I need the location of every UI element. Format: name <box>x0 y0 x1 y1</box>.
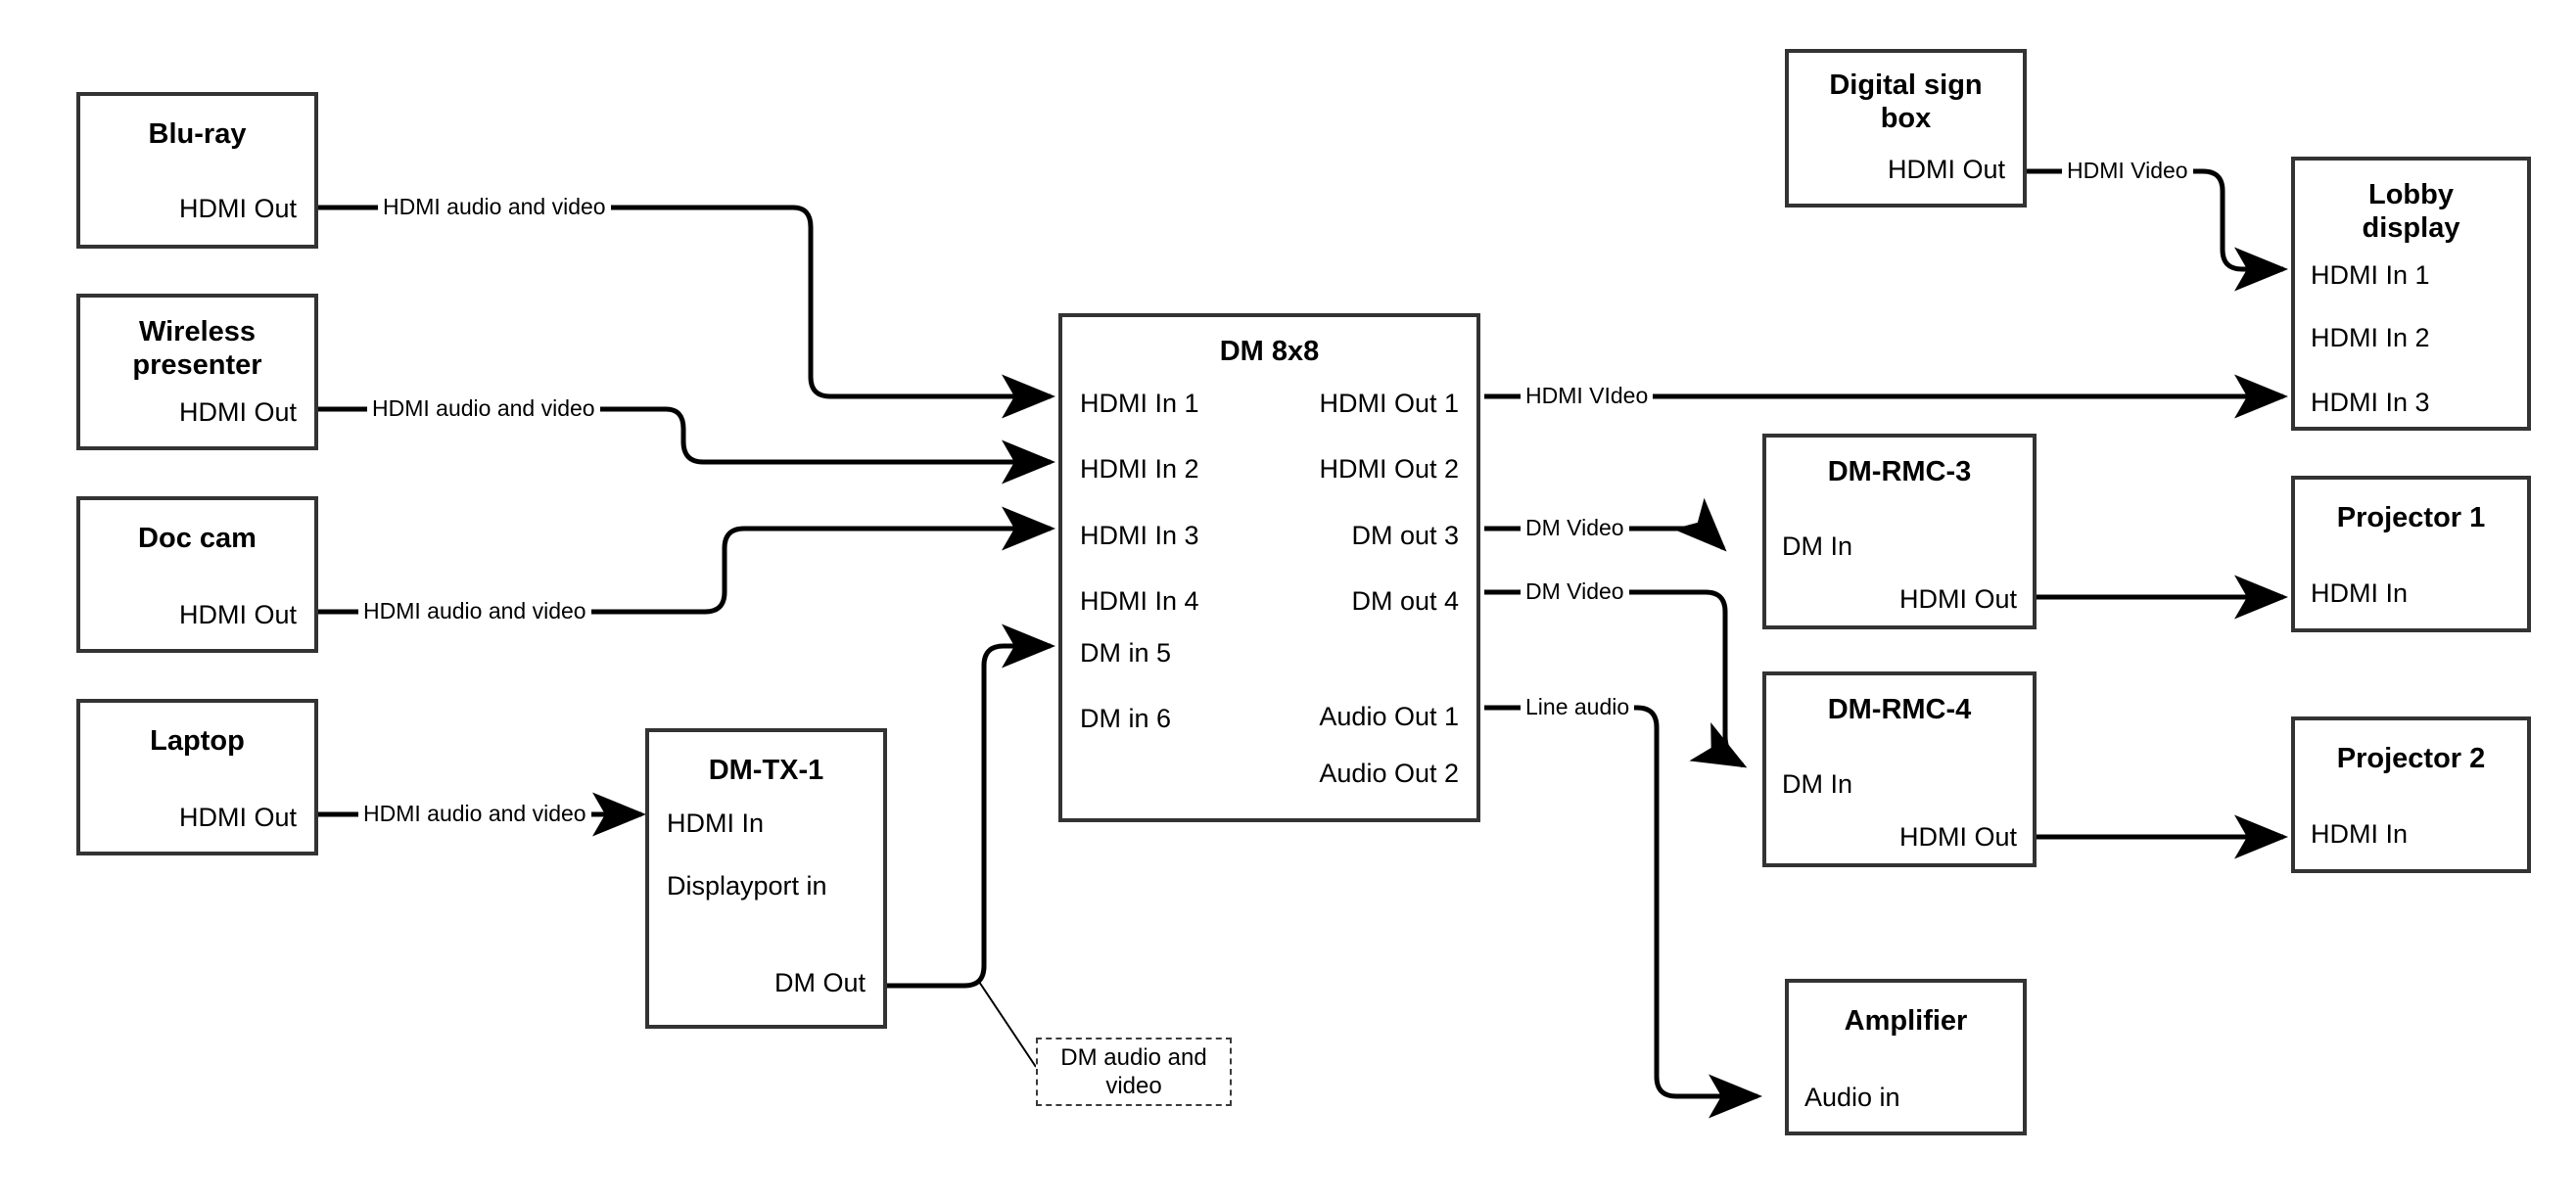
node-dm-rmc-3[interactable]: DM-RMC-3 DM In HDMI Out <box>1762 434 2037 629</box>
port-hdmi-out: HDMI Out <box>1898 584 2017 614</box>
node-title: Doc cam <box>138 523 257 554</box>
wire-label-dmout3-to-rmc3: DM Video <box>1521 517 1629 539</box>
wire-label-sign-to-lobby1: HDMI Video <box>2062 160 2193 182</box>
port-hdmi-in-3: HDMI In 3 <box>1080 521 1199 550</box>
node-title: Projector 2 <box>2336 743 2486 774</box>
port-dm-in-5: DM in 5 <box>1080 638 1172 668</box>
node-lobby-display[interactable]: Lobby display HDMI In 1 HDMI In 2 HDMI I… <box>2291 157 2531 431</box>
port-dm-out-4: DM out 4 <box>1351 586 1459 616</box>
node-title: Amplifier <box>1844 1005 1968 1037</box>
node-digital-sign-box[interactable]: Digital sign box HDMI Out <box>1785 49 2027 208</box>
node-title: Wireless presenter <box>132 316 262 382</box>
node-title: Digital sign box <box>1829 69 1983 135</box>
node-dm-rmc-4[interactable]: DM-RMC-4 DM In HDMI Out <box>1762 671 2037 867</box>
wire-blu-ray-to-in1 <box>318 205 1055 419</box>
port-hdmi-out: HDMI Out <box>178 803 297 832</box>
node-title: Laptop <box>150 725 245 757</box>
port-audio-in: Audio in <box>1804 1083 1900 1112</box>
node-projector-1[interactable]: Projector 1 HDMI In <box>2291 476 2531 632</box>
port-hdmi-in-1: HDMI In 1 <box>1080 389 1199 418</box>
port-hdmi-out: HDMI Out <box>178 194 297 223</box>
node-title: Lobby display <box>2362 179 2460 245</box>
port-hdmi-out-1: HDMI Out 1 <box>1319 389 1459 418</box>
wire-label-blu-ray-to-in1: HDMI audio and video <box>378 196 611 218</box>
node-title: DM-TX-1 <box>708 755 824 786</box>
node-laptop[interactable]: Laptop HDMI Out <box>76 699 318 855</box>
port-dm-out: DM Out <box>773 968 866 997</box>
port-hdmi-in: HDMI In <box>667 808 765 838</box>
port-hdmi-in: HDMI In <box>2311 578 2409 608</box>
node-title: DM-RMC-3 <box>1827 456 1972 487</box>
node-blu-ray[interactable]: Blu-ray HDMI Out <box>76 92 318 249</box>
wire-label-wireless-to-in2: HDMI audio and video <box>367 397 600 420</box>
port-hdmi-out-2: HDMI Out 2 <box>1319 454 1459 484</box>
wire-tx-to-in5 <box>887 624 1055 989</box>
node-title: DM-RMC-4 <box>1827 694 1972 725</box>
port-dm-out-3: DM out 3 <box>1351 521 1459 550</box>
wire-label-audioout1-to-amp: Line audio <box>1521 696 1635 718</box>
wire-label-dmout4-to-rmc4: DM Video <box>1521 580 1629 603</box>
node-wireless-presenter[interactable]: Wireless presenter HDMI Out <box>76 294 318 450</box>
callout-leader-line <box>978 981 1037 1068</box>
wire-label-hdmiout1-to-lobby3: HDMI VIdeo <box>1521 385 1654 407</box>
port-displayport-in: Displayport in <box>667 871 827 901</box>
port-hdmi-out: HDMI Out <box>1898 822 2017 852</box>
port-hdmi-out: HDMI Out <box>1887 155 2005 184</box>
node-dm-tx-1[interactable]: DM-TX-1 HDMI In Displayport in DM Out <box>645 728 887 1029</box>
port-dm-in-6: DM in 6 <box>1080 704 1172 733</box>
node-title: DM 8x8 <box>1219 336 1320 367</box>
wire-audioout1-to-amp <box>1484 705 1762 1119</box>
port-audio-out-2: Audio Out 2 <box>1319 759 1459 788</box>
node-title: Blu-ray <box>148 118 247 150</box>
port-hdmi-in-4: HDMI In 4 <box>1080 586 1199 616</box>
callout-text: DM audio and video <box>1060 1043 1207 1099</box>
node-projector-2[interactable]: Projector 2 HDMI In <box>2291 716 2531 873</box>
node-amplifier[interactable]: Amplifier Audio in <box>1785 979 2027 1135</box>
port-dm-in: DM In <box>1782 531 1853 561</box>
node-title: Projector 1 <box>2336 502 2486 533</box>
port-hdmi-in-3: HDMI In 3 <box>2311 388 2430 417</box>
port-audio-out-1: Audio Out 1 <box>1319 702 1459 731</box>
wire-dmout4-to-rmc4 <box>1484 589 1748 768</box>
port-hdmi-in-1: HDMI In 1 <box>2311 260 2430 290</box>
port-hdmi-in: HDMI In <box>2311 819 2409 849</box>
wire-label-laptop-to-tx: HDMI audio and video <box>358 803 591 825</box>
port-hdmi-in-2: HDMI In 2 <box>2311 323 2430 352</box>
port-dm-in: DM In <box>1782 769 1853 799</box>
node-doc-cam[interactable]: Doc cam HDMI Out <box>76 496 318 653</box>
wire-sign-to-lobby1 <box>2027 168 2288 292</box>
dm-audio-video-callout: DM audio and video <box>1036 1038 1232 1106</box>
port-hdmi-out: HDMI Out <box>178 397 297 427</box>
port-hdmi-in-2: HDMI In 2 <box>1080 454 1199 484</box>
wire-label-doccam-to-in3: HDMI audio and video <box>358 600 591 623</box>
node-dm-8x8[interactable]: DM 8x8 HDMI In 1 HDMI In 2 HDMI In 3 HDM… <box>1058 313 1480 822</box>
port-hdmi-out: HDMI Out <box>178 600 297 629</box>
